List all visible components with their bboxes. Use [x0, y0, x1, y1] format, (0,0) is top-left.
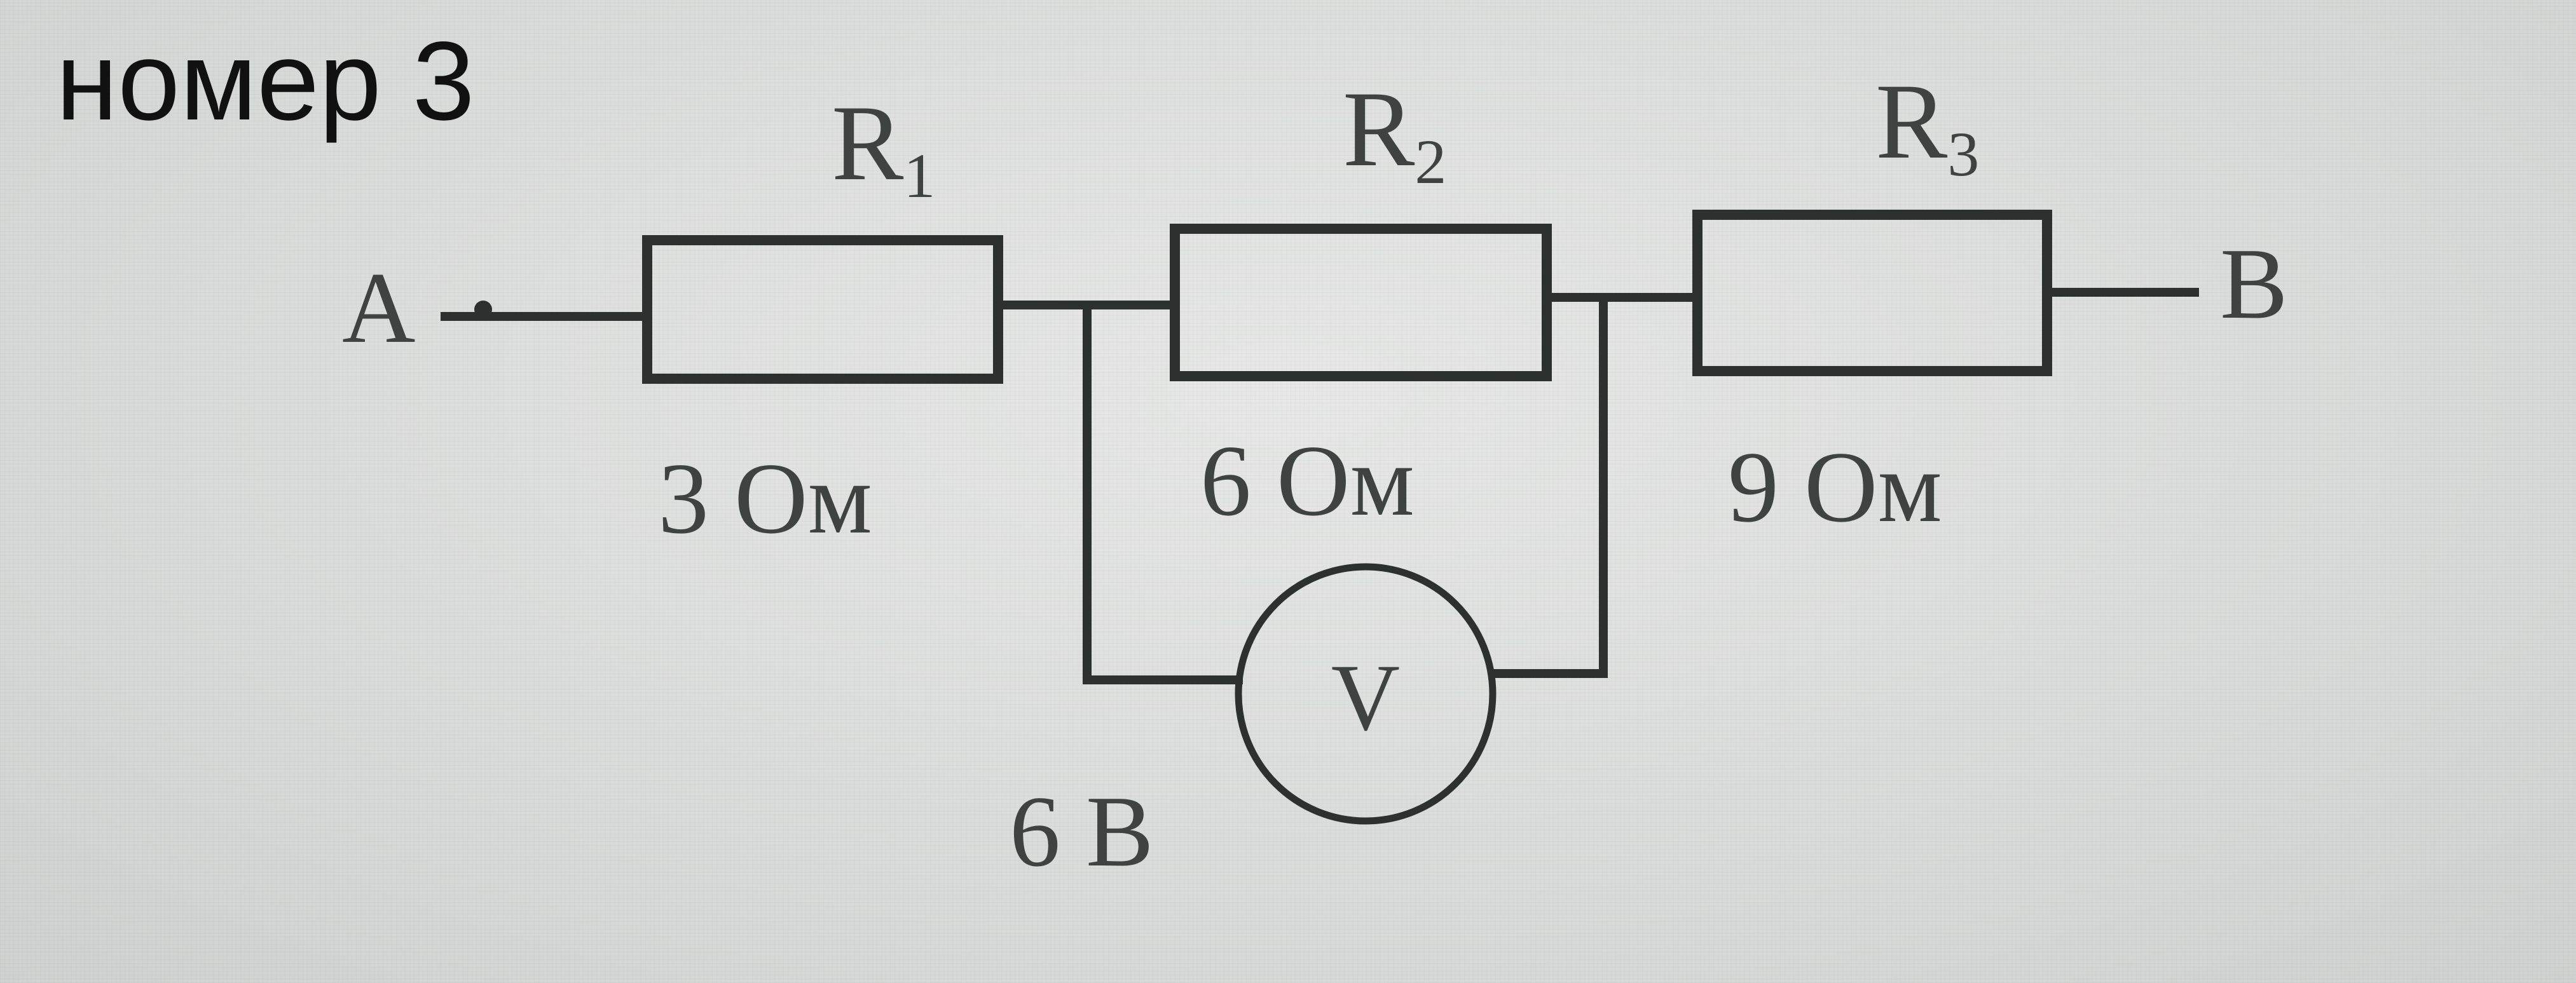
resistor-r1: [642, 235, 1003, 384]
r2-value: 6 Ом: [1200, 424, 1415, 537]
r1-label: R1: [832, 83, 935, 211]
r1-letter: R: [832, 83, 904, 203]
voltmeter-reading: 6 В: [1010, 775, 1154, 888]
voltmeter: [1235, 563, 1497, 825]
r1-subscript: 1: [903, 140, 935, 211]
terminal-a-label: A: [342, 251, 416, 364]
r2-letter: R: [1343, 69, 1415, 189]
r1-value: 3 Ом: [658, 442, 872, 555]
r3-subscript: 3: [1947, 119, 1979, 189]
r3-label: R3: [1875, 62, 1979, 189]
r3-value: 9 Ом: [1728, 430, 1942, 543]
resistor-r3: [1692, 210, 2052, 376]
problem-caption: номер 3: [56, 19, 475, 144]
wire-voltmeter-right: [1490, 293, 1608, 678]
wire-voltmeter-left: [1083, 301, 1243, 684]
r2-label: R2: [1343, 69, 1446, 197]
r2-subscript: 2: [1415, 126, 1446, 197]
r3-letter: R: [1875, 62, 1948, 181]
voltmeter-symbol: V: [1331, 645, 1400, 750]
terminal-b-label: B: [2220, 227, 2288, 340]
resistor-r2: [1170, 224, 1552, 381]
